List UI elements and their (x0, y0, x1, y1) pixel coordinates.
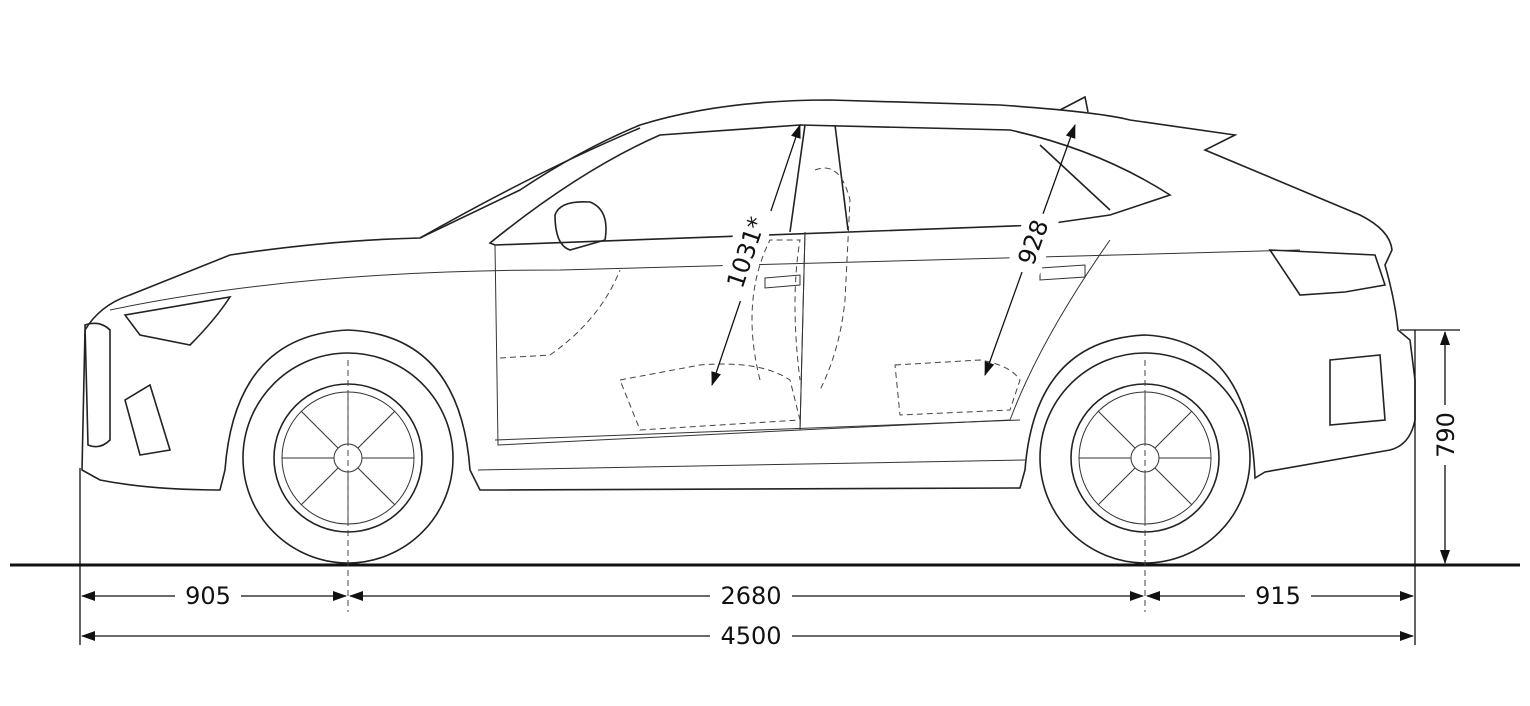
rear-headroom-label: 928 (1013, 216, 1055, 269)
overall-length-label: 4500 (720, 622, 781, 650)
wheelbase-label: 2680 (720, 582, 781, 610)
rear-headroom-dimension: 928 (984, 124, 1076, 376)
rear-height-dimension: 790 (1432, 331, 1460, 564)
front-headroom-dimension: 1031* (711, 124, 801, 386)
wheelbase-dimension: 2680 (349, 582, 1144, 610)
front-overhang-dimension: 905 (81, 582, 347, 610)
rear-overhang-label: 915 (1255, 582, 1301, 610)
front-overhang-label: 905 (185, 582, 231, 610)
rear-height-label: 790 (1432, 412, 1460, 458)
overall-length-dimension: 4500 (81, 622, 1414, 650)
rear-overhang-dimension: 915 (1146, 582, 1414, 610)
